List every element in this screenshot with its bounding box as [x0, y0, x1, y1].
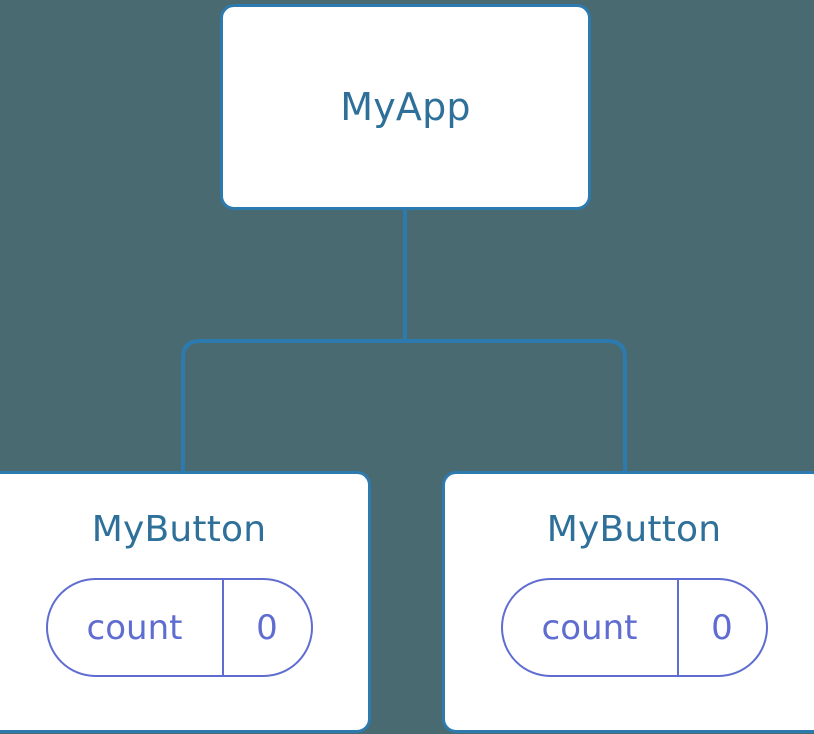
- tree-node-root[interactable]: MyApp: [220, 4, 591, 210]
- node-label: MyApp: [340, 85, 471, 129]
- edge-root-to-child-1: [405, 339, 627, 473]
- tree-node-child-0[interactable]: MyButton count 0: [0, 471, 371, 733]
- edge-root-to-child-0: [181, 339, 405, 473]
- tree-node-child-1[interactable]: MyButton count 0: [442, 471, 814, 733]
- state-key: count: [503, 580, 679, 675]
- node-label: MyButton: [546, 509, 722, 550]
- state-pill[interactable]: count 0: [45, 578, 313, 677]
- state-value: 0: [256, 607, 278, 648]
- state-key: count: [48, 580, 224, 675]
- state-pill[interactable]: count 0: [500, 578, 768, 677]
- state-value: 0: [711, 607, 733, 648]
- node-label: MyButton: [91, 509, 267, 550]
